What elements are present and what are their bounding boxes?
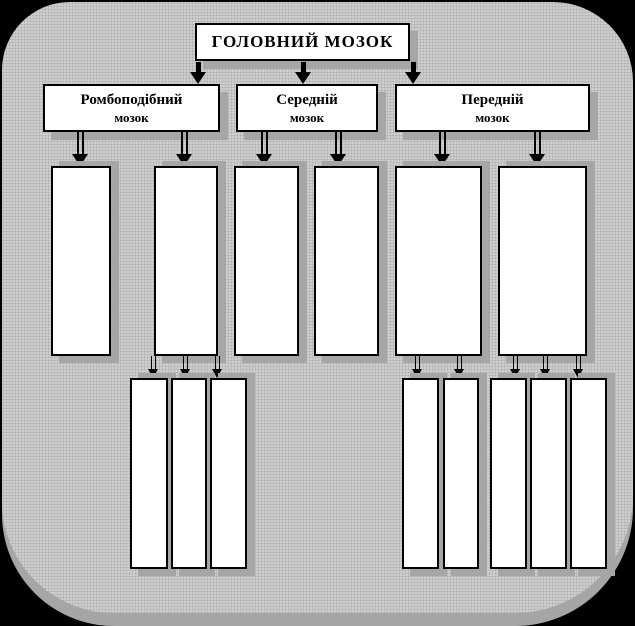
empty-structure-box-2 [154, 166, 218, 356]
branch-label: Ромбоподібний [80, 92, 183, 108]
branch-label-line2: мозок [114, 110, 149, 125]
branch-box-forebrain: Передній мозок [395, 84, 590, 132]
down-arrow-icon [573, 356, 583, 378]
empty-structure-box-6 [498, 166, 587, 356]
down-arrow-icon [405, 62, 421, 84]
down-arrow-icon [190, 62, 206, 84]
empty-substructure-box-6 [490, 378, 527, 569]
branch-label: Середній [276, 92, 338, 108]
branch-label-line2: мозок [289, 110, 325, 125]
empty-substructure-box-5 [443, 378, 479, 569]
empty-structure-box-5 [395, 166, 482, 356]
down-arrow-icon [510, 356, 520, 378]
title-text: ГОЛОВНИЙ МОЗОК [211, 32, 394, 51]
empty-substructure-box-8 [570, 378, 607, 569]
down-arrow-icon [72, 132, 88, 166]
empty-substructure-box-3 [210, 378, 247, 569]
branch-label: Передній [461, 92, 524, 108]
down-arrow-icon [148, 356, 158, 378]
branch-box-hindbrain: Ромбоподібний мозок [43, 84, 220, 132]
down-arrow-icon [529, 132, 545, 166]
empty-structure-box-3 [234, 166, 299, 356]
down-arrow-icon [412, 356, 422, 378]
empty-substructure-box-7 [530, 378, 567, 569]
empty-substructure-box-4 [402, 378, 439, 569]
down-arrow-icon [540, 356, 550, 378]
down-arrow-icon [180, 356, 190, 378]
down-arrow-icon [212, 356, 222, 378]
empty-substructure-box-2 [171, 378, 207, 569]
down-arrow-icon [176, 132, 192, 166]
empty-structure-box-1 [51, 166, 111, 356]
title-box: ГОЛОВНИЙ МОЗОК [195, 23, 410, 61]
down-arrow-icon [295, 62, 311, 84]
branch-box-midbrain: Середній мозок [236, 84, 378, 132]
empty-substructure-box-1 [130, 378, 168, 569]
down-arrow-icon [434, 132, 450, 166]
branch-label-line2: мозок [475, 110, 510, 125]
down-arrow-icon [454, 356, 464, 378]
empty-structure-box-4 [314, 166, 379, 356]
down-arrow-icon [330, 132, 346, 166]
down-arrow-icon [256, 132, 272, 166]
